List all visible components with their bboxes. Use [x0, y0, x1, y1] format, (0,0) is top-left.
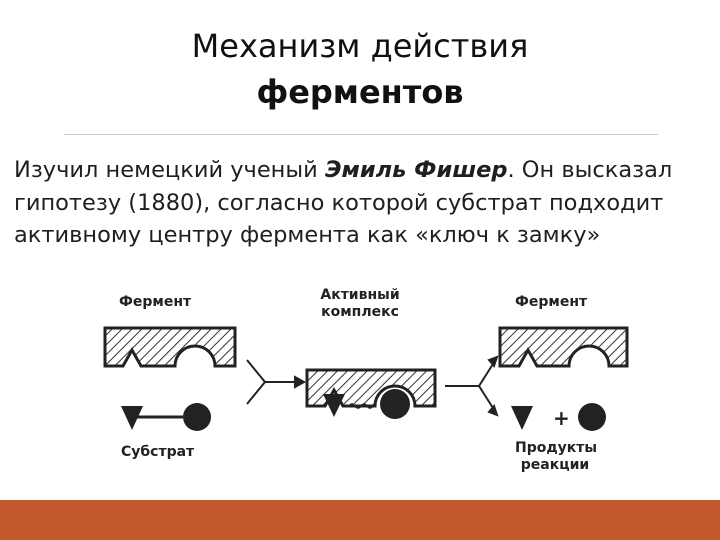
title-divider	[64, 134, 658, 135]
lock-and-key-diagram: Фермент Активный комплекс Фермент Субстр…	[95, 286, 635, 500]
label-enzyme-left: Фермент	[119, 294, 192, 310]
slide-title-line-2: ферментов	[256, 73, 464, 111]
plus-sign: +	[553, 406, 570, 430]
enzyme-right-shape	[498, 326, 629, 368]
scientist-name: Эмиль Фишер	[324, 157, 508, 183]
products-shape	[511, 403, 606, 431]
body-paragraph: Изучил немецкий ученый Эмиль Фишер. Он в…	[14, 154, 704, 252]
accent-footer-bar	[0, 500, 720, 540]
substrate-shape	[121, 403, 211, 431]
body-text-part-1: Изучил немецкий ученый	[14, 157, 325, 183]
arrow-diverging	[445, 355, 499, 417]
label-products-1: Продукты	[515, 440, 598, 456]
label-active-complex-1: Активный	[320, 287, 400, 303]
body-text-part-2: . Он высказал гипотезу (1880), согласно …	[14, 157, 673, 248]
enzyme-left-shape	[103, 326, 237, 368]
arrow-converging	[246, 359, 307, 405]
label-products-2: реакции	[520, 457, 590, 473]
active-complex-shape	[305, 368, 437, 419]
label-substrate: Субстрат	[121, 444, 195, 460]
label-active-complex-2: комплекс	[321, 304, 399, 320]
lock-and-key-svg	[103, 326, 629, 431]
label-enzyme-right: Фермент	[515, 294, 588, 310]
slide-title-line-1: Механизм действия	[191, 27, 529, 65]
